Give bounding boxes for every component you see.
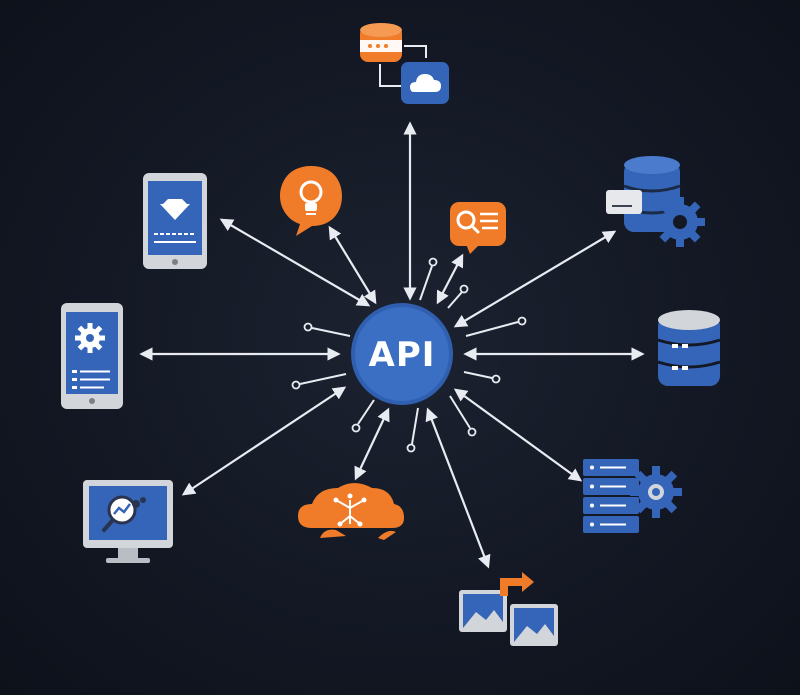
connector-cloud-network <box>354 407 390 481</box>
hub-spokes <box>291 257 527 453</box>
image-transfer-icon <box>459 572 558 646</box>
search-chat-icon <box>450 202 506 254</box>
connector-image-transfer <box>425 407 491 569</box>
database-gear-icon <box>606 156 705 247</box>
connector-database-gear <box>453 230 617 328</box>
connector-tablet-top-left <box>219 218 371 307</box>
connector-monitor-analytics <box>181 386 347 496</box>
api-hub: API <box>351 303 453 405</box>
api-hub-label: API <box>369 335 436 375</box>
database-icon <box>657 310 721 386</box>
tablet-gear-icon <box>61 303 123 409</box>
cloud-network-icon <box>298 483 404 540</box>
connectors <box>139 121 645 569</box>
tablet-diamond-icon <box>143 173 207 269</box>
lightbulb-chat-icon <box>280 166 342 236</box>
server-gear-icon <box>583 459 682 533</box>
monitor-search-icon <box>83 480 173 563</box>
connector-lightbulb-bubble <box>328 225 377 305</box>
connector-server-gear <box>453 388 583 482</box>
database-cloud-icon <box>360 23 449 104</box>
